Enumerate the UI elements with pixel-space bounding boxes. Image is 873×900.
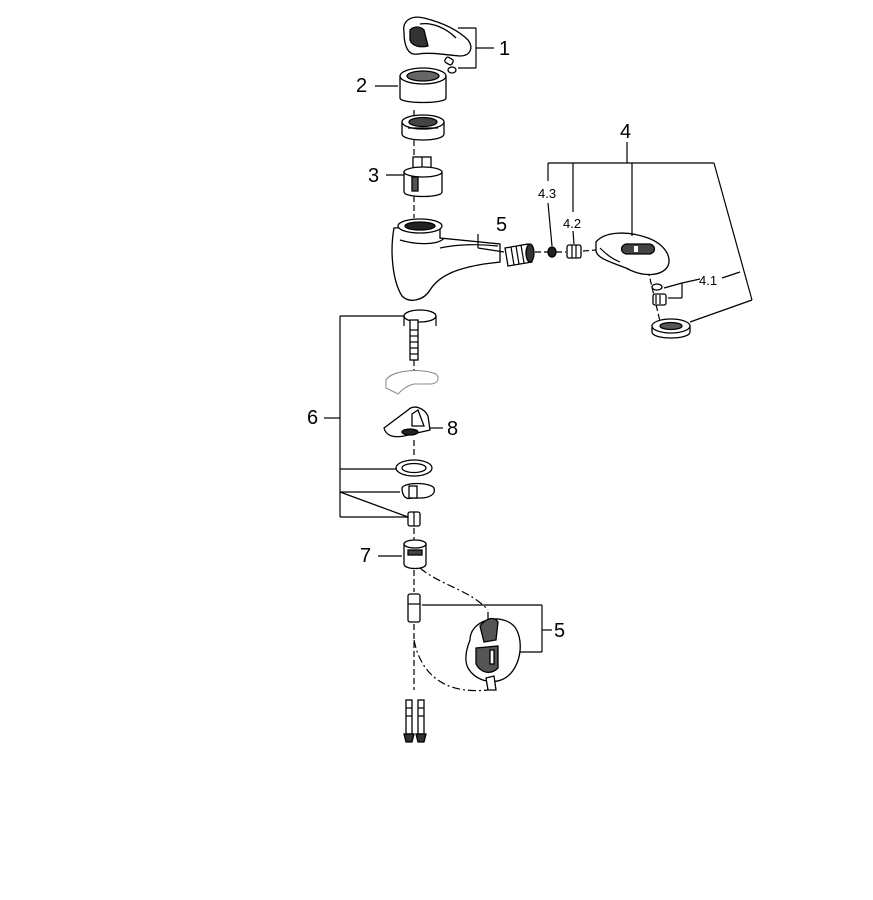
spray-head-part bbox=[595, 232, 670, 276]
label-clamp-plate: 8 bbox=[447, 418, 458, 440]
connector-part bbox=[403, 539, 427, 570]
faucet-body-part bbox=[391, 218, 501, 301]
spray-hose-connector-part bbox=[504, 243, 535, 267]
retaining-nut-part bbox=[401, 114, 445, 141]
label-connector: 7 bbox=[360, 545, 371, 567]
handle-screw-part bbox=[444, 56, 457, 74]
seal-43-part bbox=[547, 246, 557, 258]
label-handle: 1 bbox=[499, 38, 510, 60]
cartridge-part bbox=[403, 156, 443, 198]
label-hose-bottom: 5 bbox=[554, 620, 565, 642]
label-cap: 2 bbox=[356, 75, 367, 97]
label-hose-top: 5 bbox=[496, 214, 507, 236]
aerator-41-part bbox=[651, 283, 691, 339]
label-spray-head: 4 bbox=[620, 121, 631, 143]
hose-end-fitting-part bbox=[407, 593, 421, 623]
label-cartridge: 3 bbox=[368, 165, 379, 187]
label-spray-head-43: 4.3 bbox=[538, 186, 556, 201]
leader-lines bbox=[324, 27, 753, 653]
mounting-nut-part bbox=[407, 511, 421, 527]
fixing-bolts-part bbox=[403, 699, 427, 743]
clamp-plate-part bbox=[383, 406, 431, 438]
gasket-ring-part bbox=[395, 459, 433, 477]
label-spray-head-42: 4.2 bbox=[563, 216, 581, 231]
cap-part bbox=[399, 67, 447, 104]
horseshoe-washer-ghost bbox=[385, 370, 439, 395]
label-spray-head-41: 4.1 bbox=[699, 273, 717, 288]
part-labels: 1 2 3 4 4.3 4.2 4.1 5 6 7 8 5 bbox=[307, 38, 717, 642]
hose-weight-part bbox=[465, 617, 521, 691]
horseshoe-washer-part bbox=[401, 482, 436, 500]
lever-handle-part bbox=[403, 16, 472, 57]
label-mounting-set: 6 bbox=[307, 407, 318, 429]
threaded-rod-part bbox=[403, 309, 437, 361]
nozzle-42-part bbox=[566, 244, 582, 259]
